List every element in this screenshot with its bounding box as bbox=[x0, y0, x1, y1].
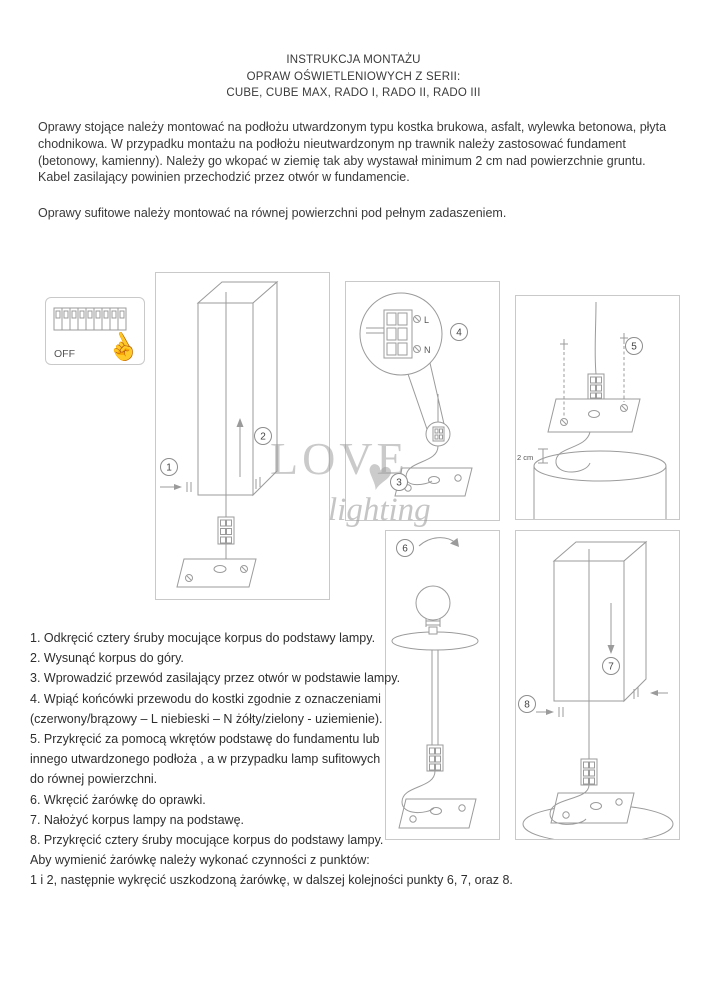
title-line-2: OPRAW OŚWIETLENIOWYCH Z SERII: bbox=[246, 70, 461, 83]
svg-text:1: 1 bbox=[166, 463, 172, 474]
arrow-right-icon bbox=[546, 709, 554, 715]
arrow-left-icon bbox=[650, 690, 658, 696]
callout-step-7: 7 bbox=[602, 657, 620, 675]
document-title: INSTRUKCJA MONTAŻU OPRAW OŚWIETLENIOWYCH… bbox=[0, 52, 707, 102]
svg-text:2: 2 bbox=[260, 432, 266, 443]
callout-step-2: 2 bbox=[254, 427, 272, 445]
callout-step-4: 4 bbox=[450, 323, 468, 341]
depth-label: 2 cm bbox=[517, 453, 533, 462]
instruction-line: 7. Nałożyć korpus lampy na podstawę. bbox=[30, 812, 244, 827]
diagram-power-off: OFF ☝ bbox=[45, 297, 145, 365]
instruction-line: do równej powierzchni. bbox=[30, 772, 158, 787]
pointing-hand-icon: ☝ bbox=[100, 325, 144, 364]
callout-step-1: 1 bbox=[160, 458, 178, 476]
instruction-list: 1. Odkręcić cztery śruby mocujące korpus… bbox=[30, 628, 513, 891]
arrow-down-icon bbox=[607, 645, 615, 654]
callout-step-8: 8 bbox=[518, 695, 536, 713]
diagram-step-6: 6 bbox=[385, 530, 500, 840]
rotate-arrow bbox=[418, 537, 457, 547]
cable-loop bbox=[555, 431, 591, 473]
arrow-up-icon bbox=[236, 418, 244, 427]
lamp-base-plate bbox=[176, 558, 257, 588]
instruction-line: 4. Wpiąć końcówki przewodu do kostki zgo… bbox=[30, 691, 381, 706]
lamp-base-plate bbox=[550, 792, 635, 824]
lamp-base-plate bbox=[398, 798, 477, 829]
diagram-step-5: 2 cm 5 bbox=[515, 295, 680, 520]
title-line-3: CUBE, CUBE MAX, RADO I, RADO II, RADO II… bbox=[226, 87, 481, 99]
cable-loop bbox=[401, 770, 436, 813]
instruction-line: 1. Odkręcić cztery śruby mocujące korpus… bbox=[30, 631, 376, 645]
svg-text:5: 5 bbox=[631, 342, 637, 353]
intro-paragraph-standing: Oprawy stojące należy montować na podłoż… bbox=[38, 120, 667, 185]
svg-text:7: 7 bbox=[608, 662, 614, 673]
instruction-line: 3. Wprowadzić przewód zasilający przez o… bbox=[30, 671, 401, 686]
foundation bbox=[533, 450, 667, 482]
svg-text:8: 8 bbox=[524, 700, 530, 711]
instruction-line: 6. Wkręcić żarówkę do oprawki. bbox=[30, 792, 206, 807]
svg-text:4: 4 bbox=[456, 328, 462, 339]
diagram-step-7-8: 7 8 bbox=[515, 530, 680, 840]
lamp-base-plate bbox=[547, 398, 641, 433]
diagram-step-1-2: 2 1 bbox=[155, 272, 330, 600]
svg-text:6: 6 bbox=[402, 544, 408, 555]
diagram-step-3-4: L N 4 3 bbox=[345, 281, 500, 521]
light-bulb bbox=[415, 585, 451, 621]
off-label: OFF bbox=[54, 348, 75, 360]
instruction-line: innego utwardzonego podłoża , a w przypa… bbox=[30, 752, 381, 767]
callout-step-6: 6 bbox=[396, 539, 414, 557]
instruction-line: (czerwony/brązowy – L niebieski – N żółt… bbox=[30, 711, 383, 726]
title-line-1: INSTRUKCJA MONTAŻU bbox=[286, 54, 421, 66]
instruction-line: 5. Przykręcić za pomocą wkrętów podstawę… bbox=[30, 732, 380, 747]
instruction-line: Aby wymienić żarówkę należy wykonać czyn… bbox=[30, 853, 370, 868]
wire-l-label: L bbox=[424, 315, 429, 325]
cable-loop bbox=[549, 784, 590, 825]
callout-step-5: 5 bbox=[625, 337, 643, 355]
intro-paragraph-ceiling: Oprawy sufitowe należy montować na równe… bbox=[38, 206, 507, 220]
svg-text:3: 3 bbox=[396, 478, 402, 489]
arrow-right-icon bbox=[174, 484, 182, 490]
instruction-line: 8. Przykręcić cztery śruby mocujące korp… bbox=[30, 833, 384, 848]
wire-n-label: N bbox=[424, 345, 431, 355]
instruction-line: 2. Wysunąć korpus do góry. bbox=[30, 651, 184, 666]
power-cable bbox=[594, 301, 597, 375]
instruction-line: 1 i 2, następnie wykręcić uszkodzoną żar… bbox=[30, 873, 513, 888]
callout-step-3: 3 bbox=[390, 473, 408, 491]
